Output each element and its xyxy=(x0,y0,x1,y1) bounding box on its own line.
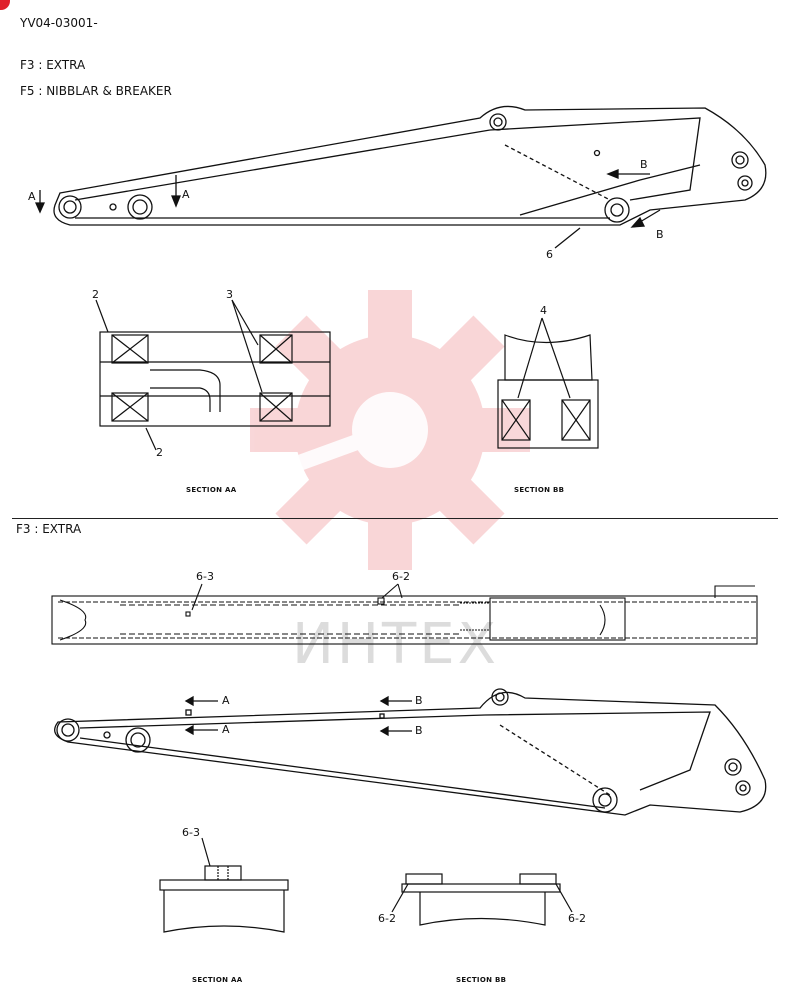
lower-arrow-a1-label: A xyxy=(222,694,230,707)
section-bb-bottom-callout-6-2-right: 6-2 xyxy=(568,912,586,925)
section-aa-callout-2-top: 2 xyxy=(92,288,99,301)
corner-marker xyxy=(0,0,10,10)
section-divider xyxy=(12,518,778,519)
section-bb-bottom-callout-6-2-left: 6-2 xyxy=(378,912,396,925)
note-f3: F3 : EXTRA xyxy=(20,58,86,72)
section-bb-top-title: SECTION BB xyxy=(514,486,565,494)
note-f3-lower: F3 : EXTRA xyxy=(16,522,82,536)
section-aa-callout-3: 3 xyxy=(226,288,233,301)
section-bb-bottom-title: SECTION BB xyxy=(456,976,507,984)
doc-code: YV04-03001- xyxy=(20,16,98,30)
note-f5: F5 : NIBBLAR & BREAKER xyxy=(20,84,172,98)
section-aa-callout-2-bottom: 2 xyxy=(156,446,163,459)
plan-callout-6-2: 6-2 xyxy=(392,570,410,583)
lower-arrow-b2-label: B xyxy=(415,724,423,737)
callout-6: 6 xyxy=(546,248,553,261)
arrow-a-right-label: A xyxy=(182,188,190,201)
lower-arrow-b1-label: B xyxy=(415,694,423,707)
section-bb-callout-4: 4 xyxy=(540,304,547,317)
plan-callout-6-3: 6-3 xyxy=(196,570,214,583)
lower-arrow-a2-label: A xyxy=(222,723,230,736)
section-aa-bottom-title: SECTION AA xyxy=(192,976,243,984)
arrow-a-left-label: A xyxy=(28,190,36,203)
section-aa-top-title: SECTION AA xyxy=(186,486,237,494)
arrow-b-top-label: B xyxy=(640,158,648,171)
section-aa-bottom-callout-6-3: 6-3 xyxy=(182,826,200,839)
arrow-b-bottom-label: B xyxy=(656,228,664,241)
